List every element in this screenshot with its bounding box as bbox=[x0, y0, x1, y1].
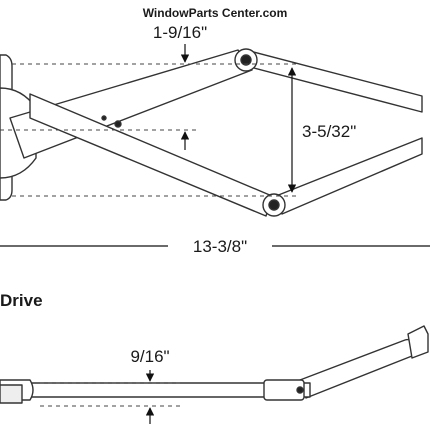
center-rivet bbox=[114, 120, 122, 128]
side-end-bracket bbox=[407, 325, 429, 359]
watermark-text: WindowParts Center.com bbox=[143, 6, 288, 20]
hub-rivet bbox=[101, 115, 107, 121]
vertical-span-label: 3-5/32" bbox=[302, 122, 356, 141]
thickness-label: 9/16" bbox=[130, 347, 169, 366]
crossing-arm bbox=[29, 93, 273, 217]
side-joint-rivet bbox=[296, 386, 304, 394]
vertical-span-dimension: 3-5/32" bbox=[287, 67, 356, 193]
lower-link bbox=[275, 137, 423, 215]
scissor-arm-top-view bbox=[0, 48, 423, 217]
thickness-dimension: 9/16" bbox=[130, 347, 170, 424]
section-label: Drive bbox=[0, 291, 43, 310]
top-offset-label: 1-9/16" bbox=[153, 23, 207, 42]
side-view bbox=[0, 325, 429, 404]
overall-length-dimension: 13-3/8" bbox=[0, 237, 430, 256]
reference-lines bbox=[0, 63, 300, 197]
top-offset-dimension: 1-9/16" bbox=[153, 23, 207, 150]
side-left-block bbox=[0, 384, 23, 404]
upper-pivot-inner bbox=[240, 54, 252, 66]
lower-pivot-inner bbox=[268, 199, 280, 211]
side-angled-section bbox=[299, 338, 413, 399]
side-joint bbox=[263, 379, 305, 401]
overall-length-label: 13-3/8" bbox=[193, 237, 247, 256]
upper-link bbox=[245, 49, 423, 113]
